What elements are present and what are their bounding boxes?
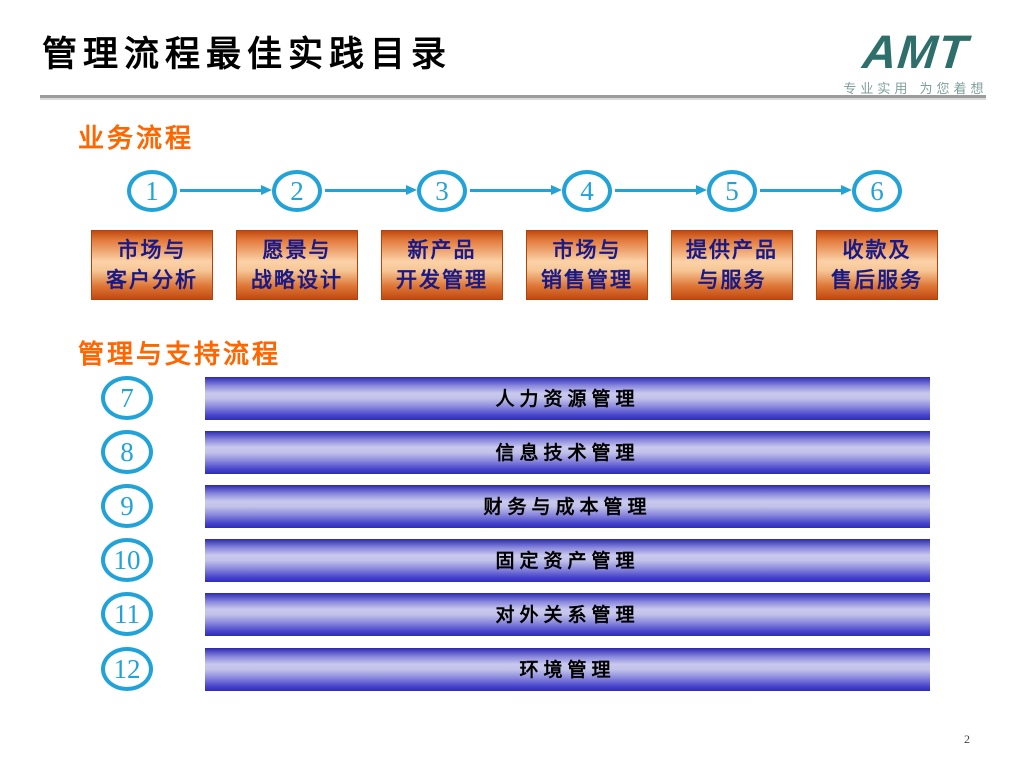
support-process-label: 信息技术管理 [495, 442, 640, 464]
flow-arrow-icon [470, 185, 562, 195]
flow-step-number: 3 [435, 175, 449, 206]
flow-step-circle-5: 5 [707, 170, 757, 212]
support-process-bar-7: 人力资源管理 [205, 377, 930, 420]
business-step-label: 售后服务 [831, 268, 923, 292]
support-process-label: 财务与成本管理 [483, 496, 652, 518]
flow-arrow-icon [760, 185, 852, 195]
support-process-label: 对外关系管理 [495, 604, 640, 626]
flow-step-number: 2 [290, 175, 304, 206]
section-heading-support: 管理与支持流程 [78, 340, 282, 370]
support-process-bar-8: 信息技术管理 [205, 431, 930, 474]
business-step-box-5: 提供产品 与服务 [671, 230, 793, 300]
business-step-label: 开发管理 [396, 268, 488, 292]
amt-logo-tagline: 专业实用 为您着想 [843, 82, 988, 97]
support-step-circle-8: 8 [101, 430, 153, 474]
flow-step-number: 5 [725, 175, 739, 206]
business-step-label: 新产品 [407, 238, 477, 262]
support-step-number: 9 [120, 490, 134, 521]
support-process-bar-12: 环境管理 [205, 648, 930, 691]
support-process-bar-9: 财务与成本管理 [205, 485, 930, 528]
business-step-label: 收款及 [842, 238, 912, 262]
page-title: 管理流程最佳实践目录 [42, 35, 453, 75]
business-step-label: 愿景与 [262, 238, 332, 262]
business-step-box-6: 收款及 售后服务 [816, 230, 938, 300]
business-step-label: 客户分析 [106, 268, 198, 292]
flow-step-number: 6 [870, 175, 884, 206]
support-process-label: 人力资源管理 [495, 388, 640, 410]
business-step-box-3: 新产品 开发管理 [381, 230, 503, 300]
flow-step-number: 4 [580, 175, 594, 206]
flow-step-number: 1 [145, 175, 159, 206]
header-divider [40, 95, 986, 100]
flow-arrow-icon [615, 185, 707, 195]
page-number: 2 [964, 732, 970, 746]
support-step-number: 12 [113, 653, 141, 684]
flow-step-circle-2: 2 [272, 170, 322, 212]
flow-arrow-icon [180, 185, 272, 195]
business-step-label: 提供产品 [686, 238, 778, 262]
support-step-circle-9: 9 [101, 484, 153, 528]
business-step-label: 与服务 [697, 268, 767, 292]
flow-step-circle-4: 4 [562, 170, 612, 212]
amt-logo-text: AMT [860, 25, 971, 78]
business-step-box-2: 愿景与 战略设计 [236, 230, 358, 300]
support-process-bar-10: 固定资产管理 [205, 539, 930, 582]
support-step-circle-10: 10 [101, 538, 153, 582]
support-step-number: 11 [114, 598, 140, 629]
support-step-circle-12: 12 [101, 647, 153, 691]
amt-logo: AMT 专业实用 为您着想 [838, 25, 993, 97]
flow-step-circle-3: 3 [417, 170, 467, 212]
flow-step-circle-6: 6 [852, 170, 902, 212]
support-process-label: 固定资产管理 [495, 550, 640, 572]
support-step-circle-7: 7 [101, 376, 153, 420]
business-step-label: 市场与 [552, 238, 622, 262]
business-step-box-4: 市场与 销售管理 [526, 230, 648, 300]
flow-arrow-icon [325, 185, 417, 195]
support-step-number: 7 [120, 382, 134, 413]
business-step-label: 战略设计 [251, 268, 343, 292]
support-process-label: 环境管理 [519, 659, 616, 681]
business-step-label: 销售管理 [541, 268, 633, 292]
business-step-label: 市场与 [117, 238, 187, 262]
support-step-number: 8 [120, 436, 134, 467]
support-step-number: 10 [113, 544, 141, 575]
section-heading-business: 业务流程 [78, 124, 195, 154]
business-step-box-1: 市场与 客户分析 [91, 230, 213, 300]
flow-step-circle-1: 1 [127, 170, 177, 212]
support-process-bar-11: 对外关系管理 [205, 593, 930, 636]
support-step-circle-11: 11 [101, 592, 153, 636]
